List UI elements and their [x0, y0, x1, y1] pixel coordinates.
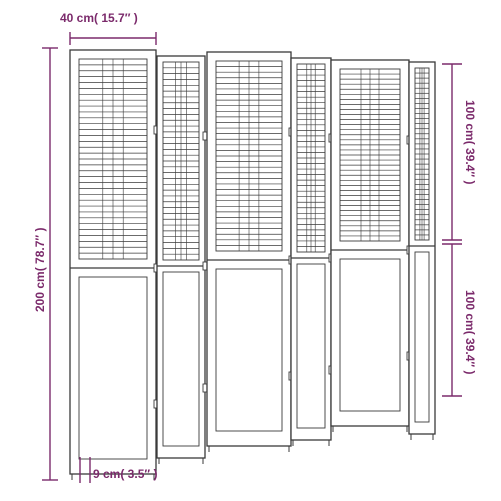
total-height-label: 200 cm( 78.7″ ): [33, 228, 47, 312]
panel: [69, 49, 159, 480]
lower-panel: [296, 263, 326, 429]
panel: [206, 51, 294, 452]
panel: [408, 61, 436, 440]
lower-height-label: 100 cm( 39.4″ ): [463, 290, 477, 374]
foot-height-dimension: 9 cm( 3.5″ ): [79, 457, 157, 483]
lower-panel: [215, 268, 283, 432]
lower-panel: [78, 276, 148, 460]
lower-panel: [339, 258, 401, 412]
width-label: 40 cm( 15.7″ ): [60, 11, 138, 25]
folding-screen: [69, 49, 436, 480]
total-height-dimension: 200 cm( 78.7″ ): [33, 47, 58, 481]
foot-height-label: 9 cm( 3.5″ ): [93, 467, 157, 481]
lower-panel: [162, 271, 200, 447]
lower-panel: [414, 251, 430, 423]
width-dimension: 40 cm( 15.7″ ): [60, 11, 157, 45]
upper-height-dimension: 100 cm( 39.4″ ): [442, 63, 477, 241]
lower-height-dimension: 100 cm( 39.4″ ): [442, 243, 477, 397]
panel: [156, 55, 208, 464]
panel: [290, 57, 334, 446]
upper-height-label: 100 cm( 39.4″ ): [463, 100, 477, 184]
panel: [330, 59, 412, 432]
